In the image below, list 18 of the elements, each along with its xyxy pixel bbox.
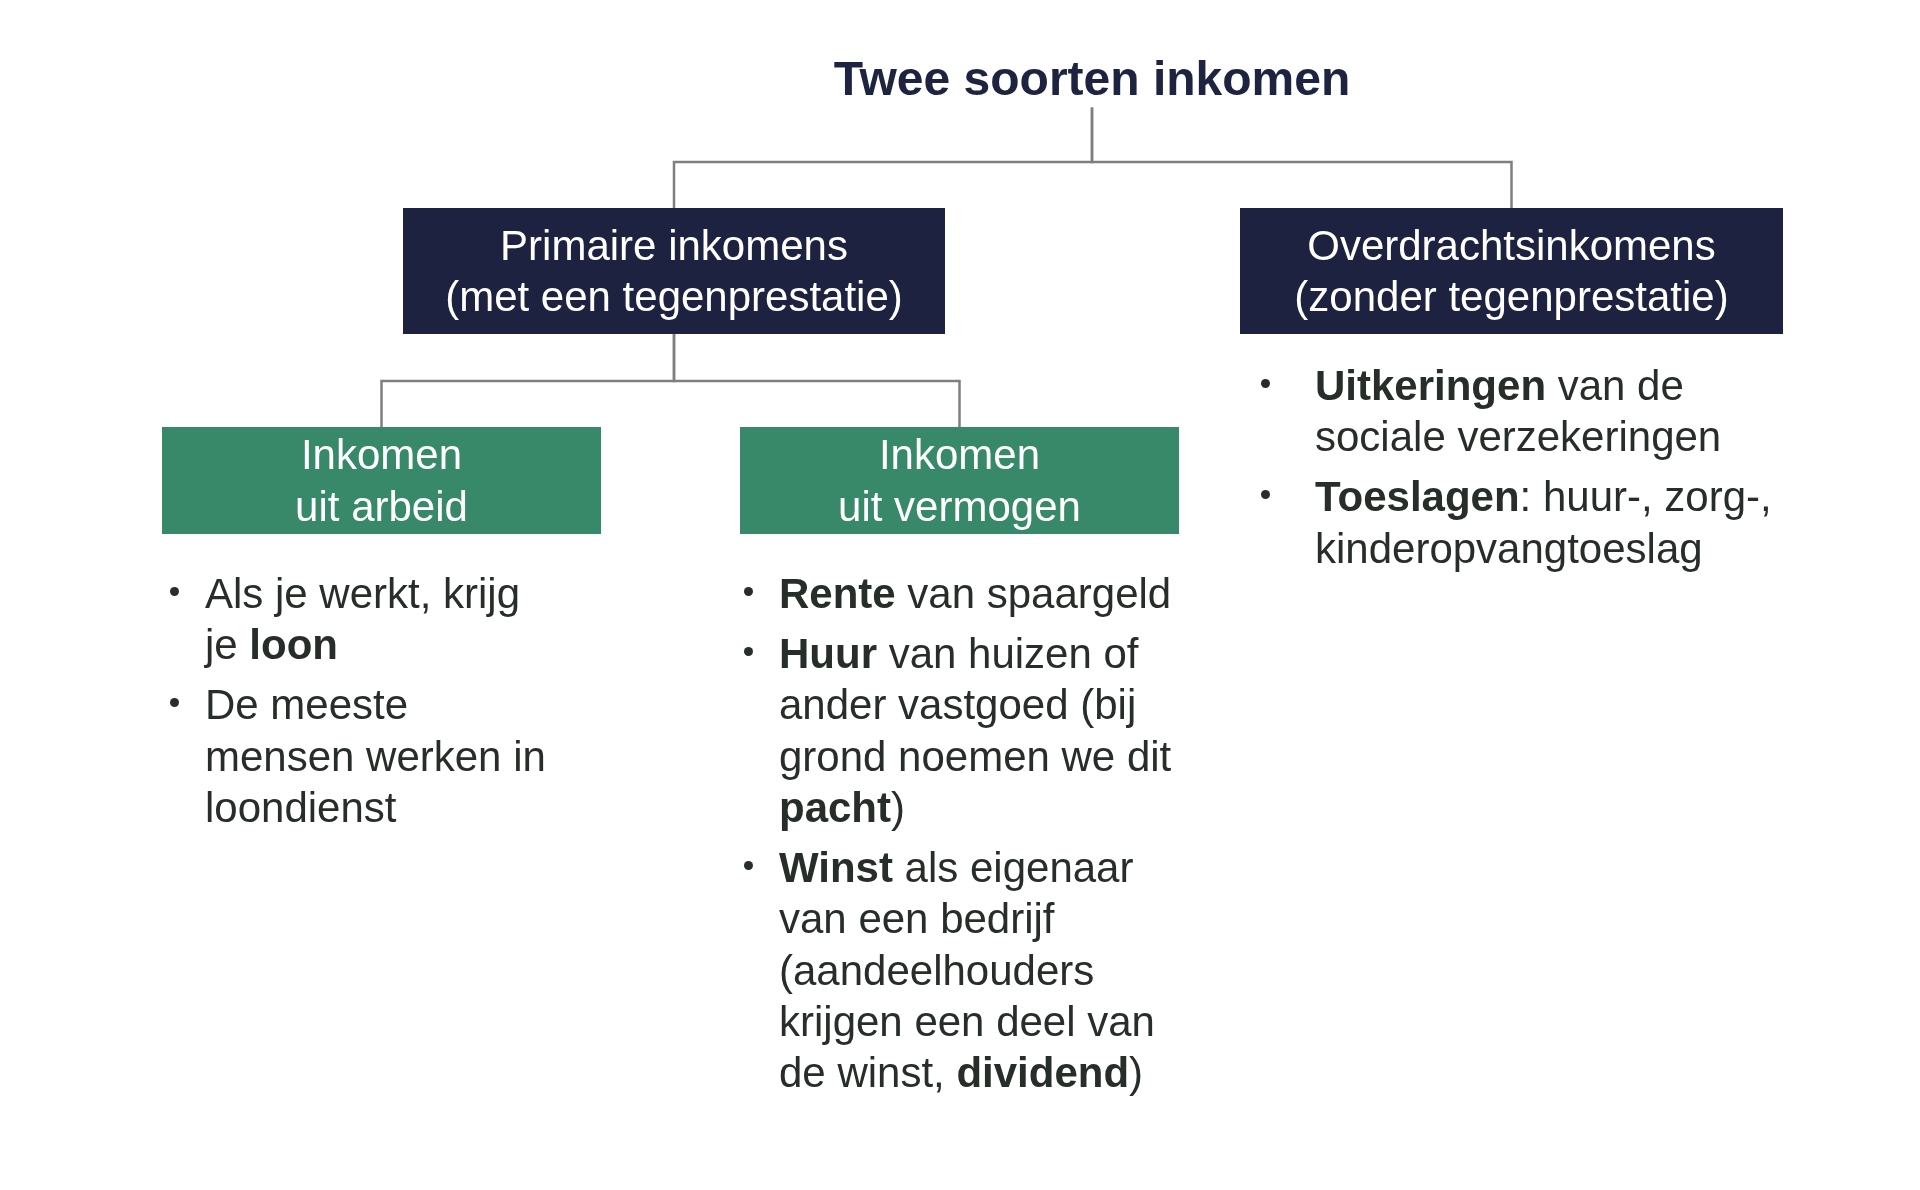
connector-line <box>672 334 961 427</box>
category-label: Primaire inkomens (met een tegenprestatie) <box>445 220 903 322</box>
subcategory-label: Inkomen uit vermogen <box>838 430 1081 532</box>
category-label: Overdrachtsinkomens (zonder tegenprestatie) <box>1294 220 1729 322</box>
category-box <box>1240 208 1783 334</box>
bullet-text: Huur van huizen of ander vastgoed (bij grond noemen we dit pacht) <box>779 629 1172 833</box>
bullet-text: Toeslagen: huur-, zorg-, kinderopvangtoeslag <box>1315 472 1772 574</box>
bullet-text: De meeste mensen werken in loondienst <box>205 680 546 833</box>
bullet-text: Uitkeringen van de sociale verzekeringen <box>1315 361 1722 463</box>
subcategory-box <box>162 427 601 534</box>
subcategory-box <box>740 427 1179 534</box>
subcategory-label: Inkomen uit arbeid <box>295 430 468 532</box>
bullet-text: Winst als eigenaar van een bedrijf (aandeelhouders krijgen een deel van de winst, dividend) <box>779 843 1155 1099</box>
bullet-text: Rente van spaargeld <box>779 569 1172 619</box>
bullet-text: Als je werkt, krijg je loon <box>205 569 521 671</box>
diagram-title: Twee soorten inkomen <box>833 50 1351 108</box>
connector-line <box>1090 107 1513 208</box>
category-box <box>403 208 945 334</box>
